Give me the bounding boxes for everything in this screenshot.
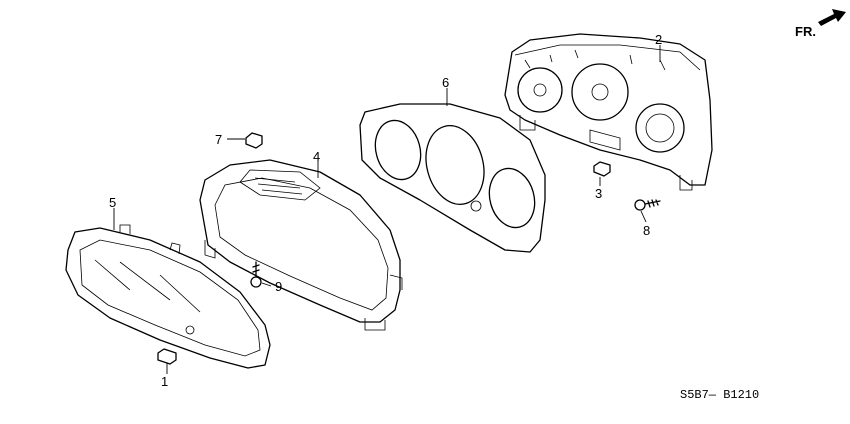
callout-9: 9 (275, 279, 282, 294)
part-3-clip (593, 161, 611, 177)
part-2-gauge-assembly (504, 33, 713, 191)
front-direction-indicator: FR. (795, 9, 846, 39)
callout-4: 4 (313, 149, 320, 164)
part-1-clip (157, 348, 177, 365)
diagram-code: S5B7— B1210 (680, 388, 759, 402)
callout-1: 1 (161, 374, 168, 389)
callout-7: 7 (215, 132, 222, 147)
callout-8: 8 (643, 223, 650, 238)
front-arrow-icon (818, 9, 846, 26)
callout-6: 6 (442, 75, 449, 90)
callout-5: 5 (109, 195, 116, 210)
part-9-screw (250, 261, 262, 288)
leader-lines (113, 45, 661, 374)
callout-3: 3 (595, 186, 602, 201)
part-5-lens (65, 224, 271, 369)
callout-2: 2 (655, 32, 662, 47)
part-7-clip (245, 132, 263, 149)
part-4-cluster-case (199, 159, 403, 331)
front-direction-label: FR. (795, 24, 816, 39)
part-8-screw (634, 199, 661, 211)
part-6-meter-panel (359, 103, 546, 253)
